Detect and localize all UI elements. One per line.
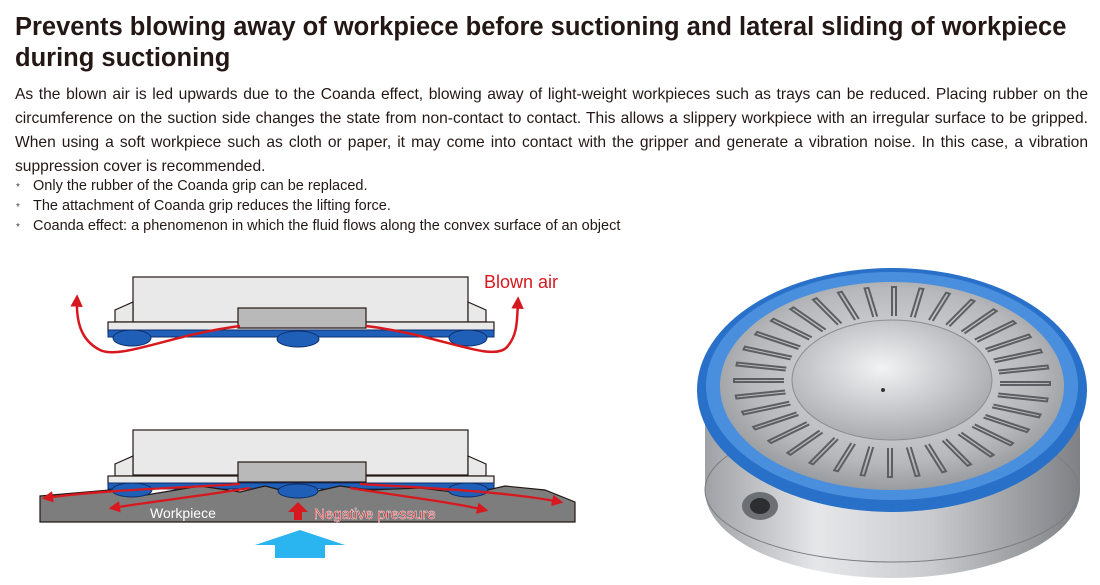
fin-loop xyxy=(1000,381,1051,386)
fin-loop xyxy=(751,411,799,431)
note-item: * The attachment of Coanda grip reduces … xyxy=(16,197,1076,217)
center-plate xyxy=(237,307,367,329)
fin-loop xyxy=(811,297,843,326)
air-port-inner xyxy=(750,498,770,514)
rubber-bump xyxy=(112,329,152,347)
fin-loop xyxy=(887,448,893,478)
note-text: Coanda effect: a phenomenon in which the… xyxy=(33,218,621,234)
fin-loop xyxy=(891,286,897,316)
diagram-during-suction: Workpiece Negative pressure xyxy=(39,429,576,558)
fin-loop xyxy=(983,414,1031,434)
fin-loop xyxy=(991,403,1042,419)
fin-loop xyxy=(928,291,952,322)
fin-loop xyxy=(859,446,875,477)
fin-loop xyxy=(807,436,839,466)
fin-loop xyxy=(836,290,860,321)
note-text: The attachment of Coanda grip reduces th… xyxy=(33,198,391,214)
center-disc xyxy=(791,319,993,441)
blown-air-arrow xyxy=(70,294,241,354)
blown-air-label: Blown air xyxy=(484,272,558,292)
fin-loop xyxy=(974,319,1018,343)
fin-loop xyxy=(832,442,856,473)
fin-loop xyxy=(788,306,827,333)
fin-loop xyxy=(924,443,948,474)
note-asterisk: * xyxy=(16,222,20,233)
note-item: * Only the rubber of the Coanda grip can… xyxy=(16,177,1076,197)
rubber-bump xyxy=(448,329,488,347)
fin-ring xyxy=(733,286,1051,478)
blown-air-arrow xyxy=(365,296,524,354)
fin-loop xyxy=(985,333,1033,353)
note-asterisk: * xyxy=(16,202,20,213)
note-asterisk: * xyxy=(16,182,20,193)
fin-loop xyxy=(740,400,791,416)
product-photo xyxy=(697,268,1087,578)
fin-loop xyxy=(769,317,813,341)
diagram-before-suction: Blown air xyxy=(70,272,558,354)
fin-loop xyxy=(785,429,824,456)
negative-pressure-arrow xyxy=(288,502,308,520)
fin-loop xyxy=(735,361,787,372)
coanda-diagram: Blown air Workpiece Negative pressure xyxy=(39,272,576,558)
fin-loop xyxy=(957,431,996,458)
center-hole xyxy=(881,388,885,392)
supply-air-arrow xyxy=(255,530,345,558)
center-plate xyxy=(237,461,367,483)
page-title: Prevents blowing away of workpiece befor… xyxy=(15,13,1067,72)
fin-loop xyxy=(997,392,1049,403)
rubber-bump xyxy=(276,330,320,348)
note-text: Only the rubber of the Coanda grip can b… xyxy=(33,178,368,194)
fin-loop xyxy=(753,330,801,350)
note-item: * Coanda effect: a phenomenon in which t… xyxy=(16,217,1076,237)
negative-pressure-label: Negative pressure xyxy=(314,506,436,523)
rubber-bump xyxy=(277,483,319,499)
fin-loop xyxy=(941,438,973,467)
fin-loop xyxy=(733,378,784,383)
fin-loop xyxy=(945,298,977,328)
lateral-air-arrow xyxy=(108,486,251,513)
fin-loop xyxy=(971,423,1015,447)
description-paragraph: As the blown air is led upwards due to t… xyxy=(15,86,1088,175)
workpiece-label: Workpiece xyxy=(150,505,216,521)
fin-loop xyxy=(863,286,879,318)
fin-loop xyxy=(993,348,1044,364)
fin-loop xyxy=(998,364,1050,375)
fin-loop xyxy=(909,287,925,318)
lateral-air-arrow xyxy=(41,482,241,503)
lateral-air-arrow xyxy=(349,486,489,514)
fin-loop xyxy=(960,308,999,335)
notes-list: * Only the rubber of the Coanda grip can… xyxy=(16,177,1076,237)
lateral-air-arrow xyxy=(359,482,564,507)
fin-loop xyxy=(742,345,793,361)
fin-loop xyxy=(734,389,786,400)
fin-loop xyxy=(766,421,810,445)
fin-loop xyxy=(905,446,921,478)
